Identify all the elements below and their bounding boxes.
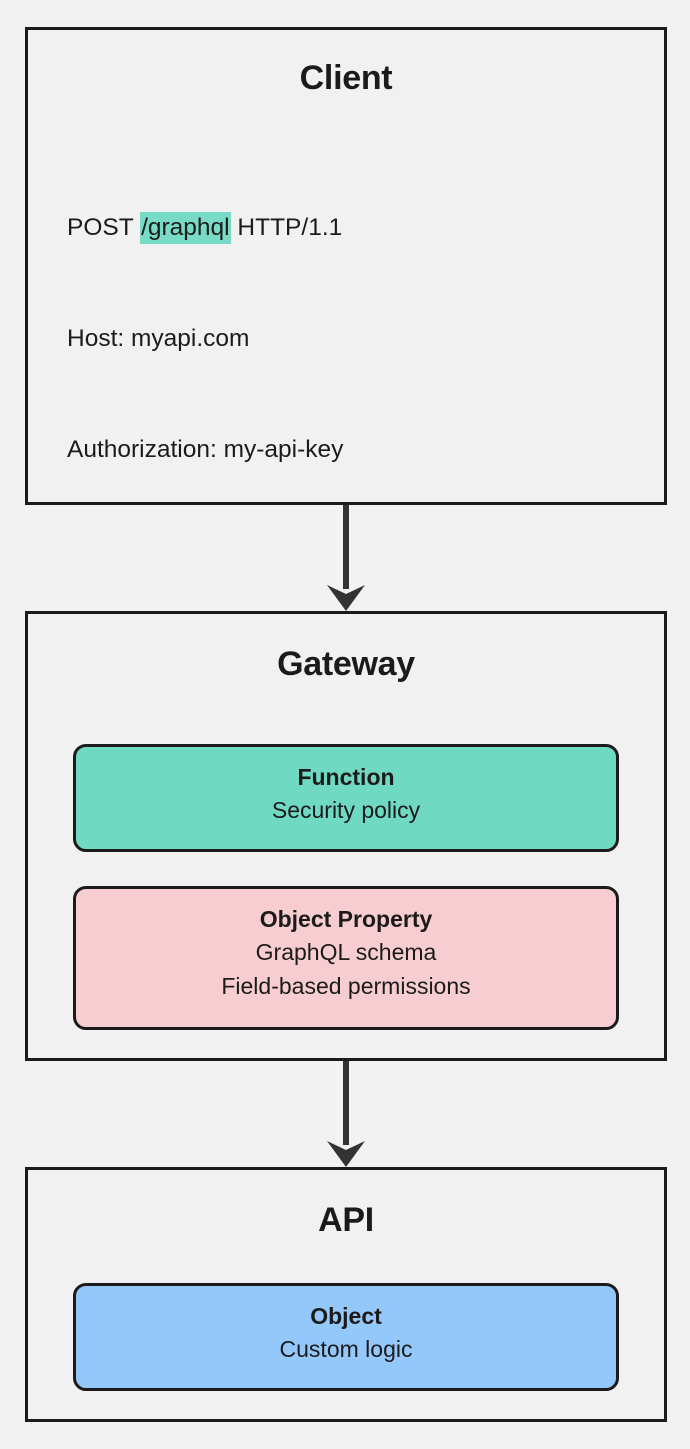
request-header-authorization: Authorization: my-api-key: [67, 436, 344, 463]
request-line: POST /graphql HTTP/1.1: [67, 209, 664, 246]
stage-api: API Object Custom logic: [25, 1167, 667, 1422]
card-function-title: Function: [297, 764, 395, 790]
arrow-gateway-to-api: [327, 1061, 365, 1167]
request-path-highlight: /graphql: [140, 212, 231, 244]
arrow-client-to-gateway: [327, 505, 365, 611]
stage-gateway-title: Gateway: [277, 645, 415, 683]
stage-client: Client POST /graphql HTTP/1.1 Host: myap…: [25, 27, 667, 1003]
request-header-host: Host: myapi.com: [67, 325, 250, 352]
card-object-line-1: Custom logic: [279, 1336, 413, 1362]
card-function[interactable]: Function Security policy: [73, 744, 619, 852]
card-function-line-1: Security policy: [271, 797, 421, 823]
stage-gateway: Gateway Function Security policy Object …: [25, 611, 667, 1061]
arrow-head-down-icon: [327, 585, 365, 611]
request-method-and-pre: POST: [67, 214, 141, 241]
stage-api-title: API: [318, 1201, 374, 1239]
card-object-title: Object: [310, 1303, 382, 1329]
card-object-property-title: Object Property: [259, 906, 433, 932]
arrow-shaft: [343, 1061, 349, 1145]
card-object[interactable]: Object Custom logic: [73, 1283, 619, 1391]
request-blank-line: [67, 542, 664, 564]
card-object-property[interactable]: Object Property GraphQL schema Field-bas…: [73, 886, 619, 1030]
card-object-property-line-1: GraphQL schema: [255, 939, 437, 965]
card-object-property-line-2: Field-based permissions: [221, 973, 471, 999]
arrow-head-down-icon: [327, 1141, 365, 1167]
arrow-shaft: [343, 505, 349, 589]
stage-client-title: Client: [299, 59, 393, 97]
request-protocol: HTTP/1.1: [230, 214, 343, 241]
